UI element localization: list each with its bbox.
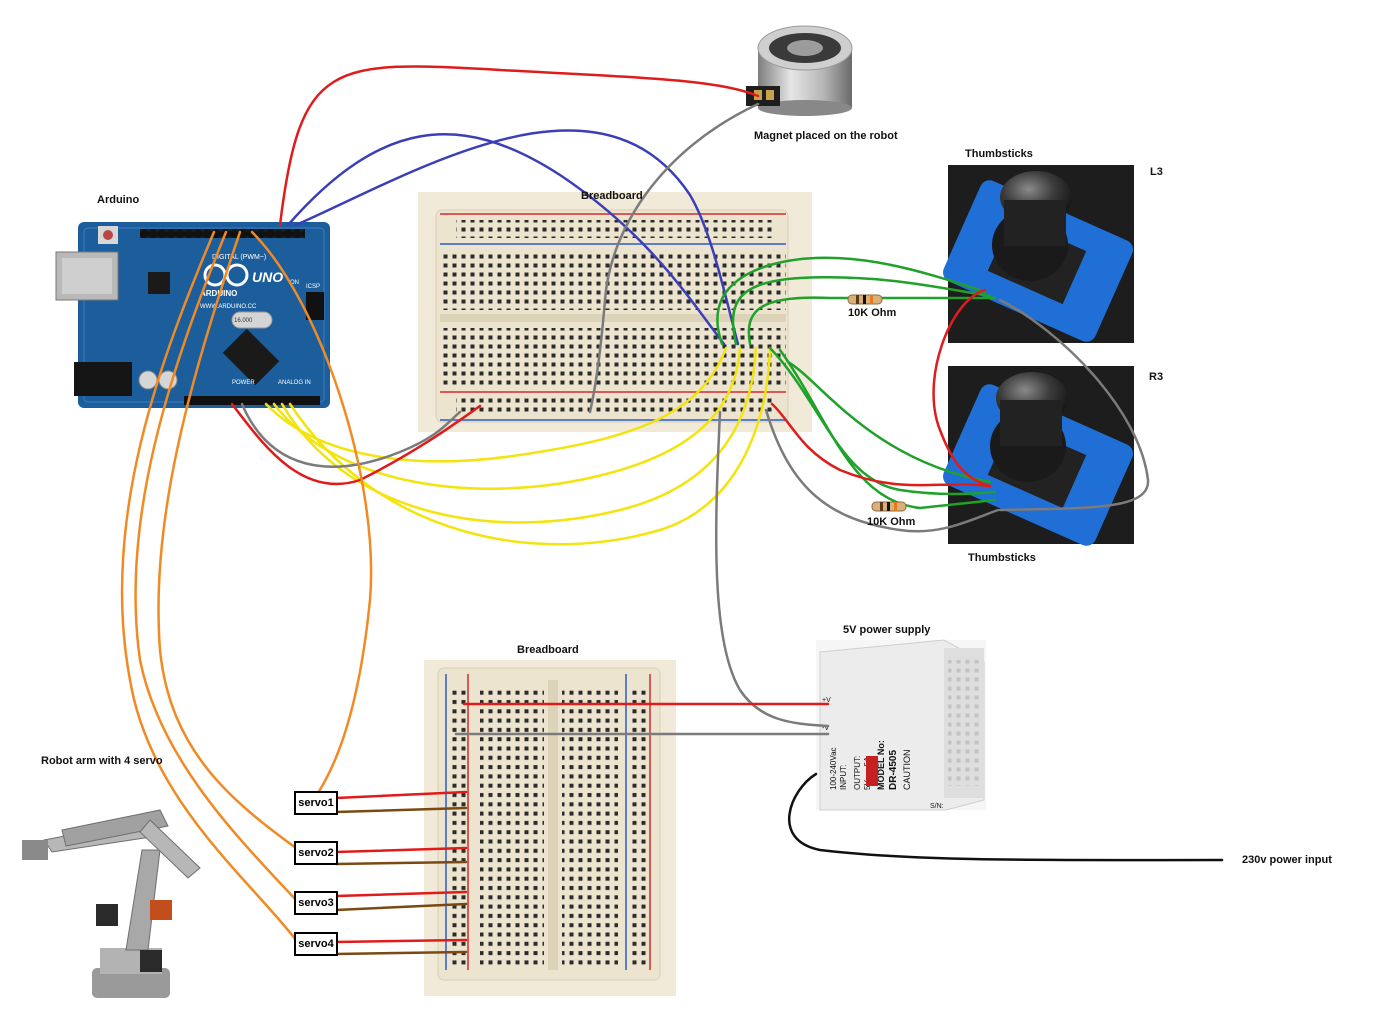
robot-arm-image <box>22 809 201 998</box>
thumbstick-l3-image <box>943 165 1134 343</box>
wire-red-loop <box>932 288 992 488</box>
arduino-board: DIGITAL (PWM~) UNO ARDUINO WWW.ARDUINO.C… <box>55 222 330 408</box>
wire-green-r3-1 <box>768 346 997 496</box>
thumbstick-r3-image <box>943 366 1134 546</box>
psu-input-label: INPUT: <box>839 765 848 790</box>
psu-caution: CAUTION <box>902 750 912 791</box>
digital-header-label: DIGITAL (PWM~) <box>212 254 266 261</box>
wire-red-magnet <box>278 65 760 227</box>
wire-gray-psu <box>714 410 830 728</box>
psu-model-title: MODEL No: <box>876 740 886 790</box>
wire-red-l3 <box>770 402 992 488</box>
servo3-box: servo3 <box>294 891 338 915</box>
wire-gray-magnet <box>588 102 760 414</box>
wire-gray-power <box>240 402 462 468</box>
breadboard-top <box>418 192 812 432</box>
breadboard-bottom-label: Breadboard <box>517 644 579 656</box>
wire-red-power <box>230 402 482 486</box>
thumbsticks-top-label: Thumbsticks <box>965 148 1033 160</box>
l3-label: L3 <box>1150 166 1163 178</box>
uno-text: UNO <box>252 269 283 285</box>
psu-plus-v-label: +V <box>822 697 831 704</box>
wire-blue-1 <box>286 133 726 346</box>
arduino-label: Arduino <box>97 194 140 206</box>
servo1-box: servo1 <box>294 791 338 815</box>
wire-red-servo1 <box>334 790 468 800</box>
crystal-label: 16.000 <box>234 318 253 324</box>
resistor-top-label: 10K Ohm <box>848 307 897 319</box>
psu-minus-v-label: -V <box>822 725 829 732</box>
wire-brown-servo4 <box>334 950 468 956</box>
psu-input-spec: 100-240Vac <box>829 747 838 790</box>
resistor-top <box>847 294 883 305</box>
power-input-label: 230v power input <box>1242 854 1332 866</box>
wire-green-l3-3 <box>747 296 997 346</box>
wire-yellow-1 <box>264 346 728 463</box>
psu-model: DR-4505 <box>888 750 899 790</box>
wire-black-mains <box>788 772 1224 862</box>
wire-red-servo3 <box>334 890 468 898</box>
magnet-label: Magnet placed on the robot <box>754 130 898 142</box>
power-supply-label: 5V power supply <box>843 624 931 636</box>
wire-green-r3-3 <box>786 360 992 484</box>
arduino-url-text: WWW.ARDUINO.CC <box>200 304 257 310</box>
resistor-bottom <box>871 501 907 512</box>
wires <box>120 65 1224 956</box>
psu-sn-label: S/N: <box>930 803 944 810</box>
psu-output-label: OUTPUT: <box>853 756 862 790</box>
wire-brown-servo3 <box>334 902 468 912</box>
robot-arm-label: Robot arm with 4 servo <box>41 755 163 767</box>
r3-label: R3 <box>1149 371 1164 383</box>
resistor-bottom-label: 10K Ohm <box>867 516 916 528</box>
magnet-image <box>746 25 853 116</box>
wire-yellow-2 <box>272 346 742 490</box>
wire-green-l3-1 <box>716 256 987 346</box>
servo2-box: servo2 <box>294 841 338 865</box>
wire-red-servo4 <box>334 938 468 944</box>
analog-header-label: ANALOG IN <box>278 380 311 386</box>
wire-green-l3-2 <box>731 276 992 346</box>
power-supply-image: OUTPUT: 5V == 5A MODEL No: DR-4505 INPUT… <box>816 639 986 811</box>
wire-orange-servo3 <box>134 230 298 902</box>
servo4-box: servo4 <box>294 932 338 956</box>
wire-gray-r3 <box>764 408 1000 533</box>
wire-blue-2 <box>294 129 740 346</box>
icsp-label: ICSP <box>306 284 320 290</box>
breadboard-top-label: Breadboard <box>581 190 643 202</box>
breadboard-bottom <box>424 660 676 996</box>
wire-yellow-3 <box>280 346 758 524</box>
power-header-label: POWER <box>232 380 255 386</box>
on-led-label: ON <box>290 280 299 286</box>
wire-orange-servo1 <box>250 230 373 798</box>
wire-orange-servo4 <box>120 230 298 942</box>
wire-orange-servo2 <box>157 230 298 850</box>
wire-brown-servo1 <box>334 806 468 814</box>
thumbsticks-bottom-label: Thumbsticks <box>968 552 1036 564</box>
wire-gray-l3-loop <box>998 298 1150 512</box>
wire-yellow-4 <box>288 346 772 546</box>
wire-brown-servo2 <box>334 860 468 866</box>
wire-red-servo2 <box>334 846 468 854</box>
